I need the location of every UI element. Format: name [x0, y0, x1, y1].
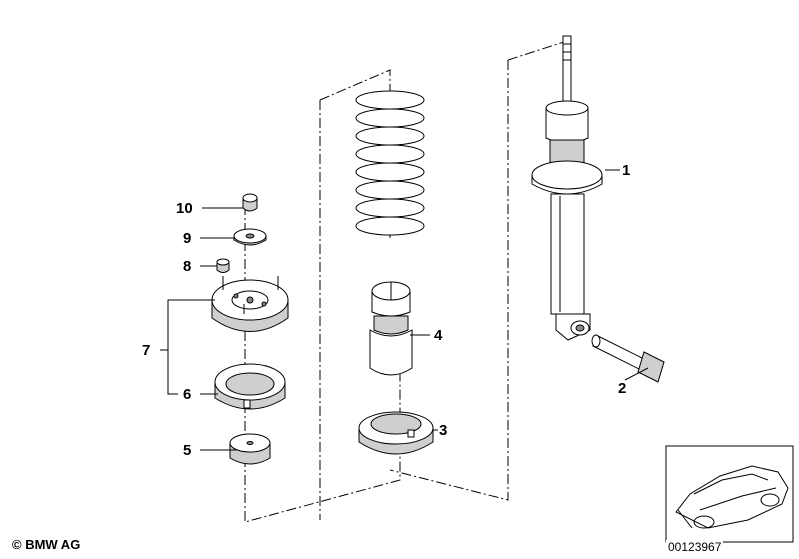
part-support-bearing-7[interactable]: [211, 276, 289, 332]
vehicle-thumbnail: [665, 445, 794, 543]
callout-3: 3: [439, 422, 447, 439]
callout-8: 8: [183, 258, 191, 275]
callout-1: 1: [622, 162, 630, 179]
part-spring-seat-3[interactable]: [358, 411, 434, 455]
part-washer-9[interactable]: [233, 228, 267, 246]
part-ring-6[interactable]: [214, 363, 286, 410]
callout-6: 6: [183, 386, 191, 403]
document-number: 00123967: [666, 540, 724, 554]
callout-7: 7: [142, 342, 150, 359]
leader-lines: [160, 169, 649, 451]
callout-2: 2: [618, 380, 626, 397]
callout-labels: 1 2 3 4 5 6 7 8 9 10: [142, 162, 630, 459]
callout-9: 9: [183, 230, 191, 247]
callout-5: 5: [183, 442, 191, 459]
part-bump-stop-4[interactable]: [369, 281, 413, 376]
callout-4: 4: [434, 327, 443, 344]
part-nut-8[interactable]: [216, 258, 230, 273]
part-cap-5[interactable]: [229, 433, 271, 465]
part-bolt-2[interactable]: [591, 334, 665, 383]
part-nut-10[interactable]: [242, 193, 258, 212]
part-shock-absorber-1[interactable]: [531, 35, 603, 341]
copyright-label: © BMW AG: [12, 537, 81, 552]
callout-10: 10: [176, 200, 193, 217]
part-coil-spring[interactable]: [355, 90, 425, 236]
